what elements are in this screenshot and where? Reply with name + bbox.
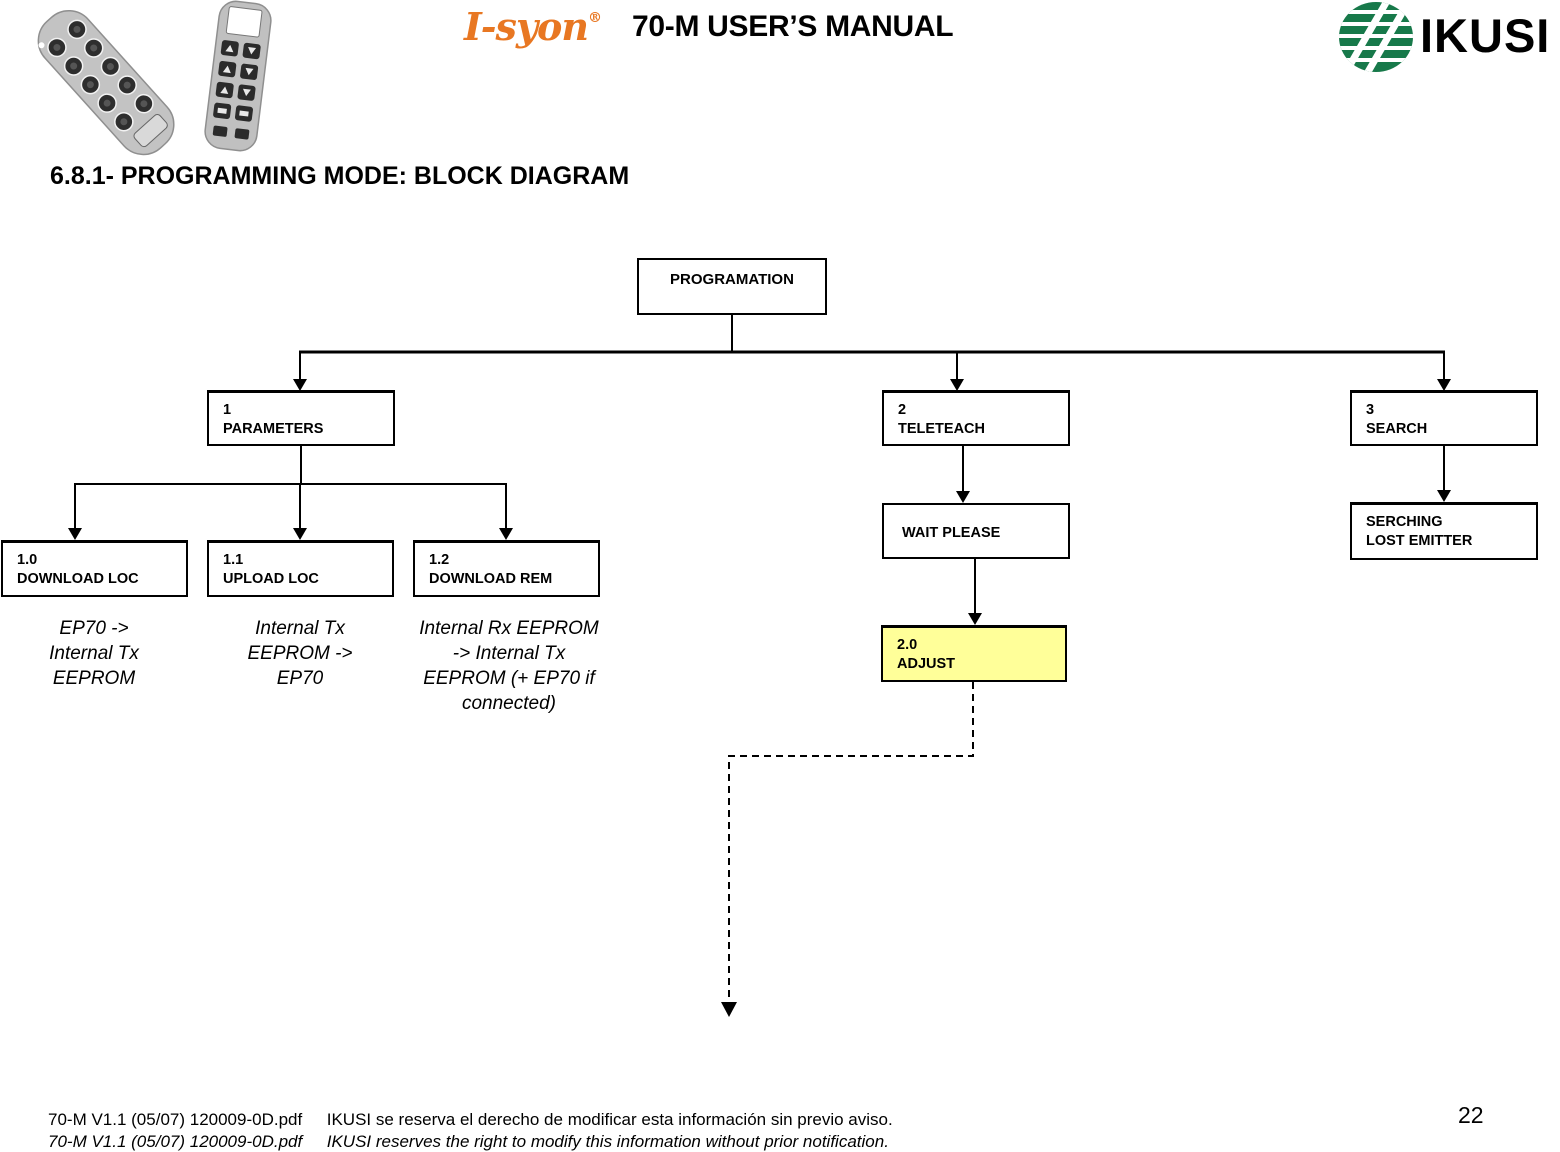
caption-download-rem: Internal Rx EEPROM -> Internal Tx EEPROM… (410, 616, 608, 716)
doc-reference-italic: 70-M V1.1 (05/07) 120009-0D.pdf (48, 1132, 303, 1151)
box-parameters-label: PARAMETERS (223, 421, 324, 437)
box-wait-please-label: WAIT PLEASE (902, 525, 1001, 541)
box-programation: PROGRAMATION (637, 258, 827, 315)
box-download-loc: 1.0 DOWNLOAD LOC (1, 540, 188, 597)
caption-line: connected) (461, 693, 556, 714)
box-serching-line1: SERCHING (1366, 514, 1443, 530)
remote-emitter-small-image (204, 0, 272, 152)
caption-line: EP70 -> (59, 618, 129, 639)
box-upload-loc-num: 1.1 (223, 552, 244, 568)
isyon-logo-text: I-syon (464, 4, 589, 49)
box-parameters: 1 PARAMETERS (207, 390, 395, 446)
box-teleteach: 2 TELETEACH (882, 390, 1070, 446)
box-search: 3 SEARCH (1350, 390, 1538, 446)
section-heading: 6.8.1- PROGRAMMING MODE: BLOCK DIAGRAM (50, 162, 630, 190)
caption-download-loc: EP70 -> Internal Tx EEPROM (8, 616, 180, 691)
box-wait-please: WAIT PLEASE (882, 503, 1070, 559)
ikusi-wordmark: IKUSI (1420, 9, 1551, 62)
box-serching-line2: LOST EMITTER (1366, 533, 1473, 549)
footer-line-es: 70-M V1.1 (05/07) 120009-0D.pdf IKUSI se… (48, 1110, 893, 1130)
notice-en: IKUSI reserves the right to modify this … (326, 1132, 889, 1151)
box-search-num: 3 (1366, 402, 1375, 418)
manual-title: 70-M USER’S MANUAL (632, 10, 954, 43)
caption-line: Internal Rx EEPROM (419, 618, 599, 639)
box-upload-loc-label: UPLOAD LOC (223, 571, 319, 587)
box-search-label: SEARCH (1366, 421, 1428, 437)
isyon-logo: I-syon® (464, 4, 602, 49)
box-adjust-num: 2.0 (897, 637, 918, 653)
caption-line: EEPROM (+ EP70 if (423, 668, 595, 689)
notice-es: IKUSI se reserva el derecho de modificar… (326, 1110, 893, 1129)
box-programation-label: PROGRAMATION (670, 271, 794, 288)
footer-line-en: 70-M V1.1 (05/07) 120009-0D.pdf IKUSI re… (48, 1132, 889, 1152)
remote-emitter-large-image (37, 9, 175, 156)
box-download-loc-label: DOWNLOAD LOC (17, 571, 139, 587)
caption-line: EP70 (276, 668, 324, 689)
page-number: 22 (1458, 1102, 1484, 1128)
caption-line: EEPROM -> (247, 643, 353, 664)
caption-upload-loc: Internal Tx EEPROM -> EP70 (214, 616, 386, 691)
caption-line: Internal Tx (49, 643, 139, 664)
box-download-rem-label: DOWNLOAD REM (429, 571, 553, 587)
ikusi-globe-icon (1339, 2, 1413, 72)
box-upload-loc: 1.1 UPLOAD LOC (207, 540, 394, 597)
registered-mark-icon: ® (588, 10, 602, 26)
box-download-rem-num: 1.2 (429, 552, 450, 568)
box-serching-lost-emitter: SERCHING LOST EMITTER (1350, 502, 1538, 560)
box-teleteach-label: TELETEACH (898, 421, 985, 437)
caption-line: EEPROM (52, 668, 136, 689)
doc-reference: 70-M V1.1 (05/07) 120009-0D.pdf (48, 1110, 303, 1129)
box-download-loc-num: 1.0 (17, 552, 38, 568)
box-teleteach-num: 2 (898, 402, 907, 418)
box-adjust: 2.0 ADJUST (881, 625, 1067, 682)
caption-line: Internal Tx (255, 618, 345, 639)
box-download-rem: 1.2 DOWNLOAD REM (413, 540, 600, 597)
box-parameters-num: 1 (223, 402, 232, 418)
caption-line: -> Internal Tx (452, 643, 566, 664)
box-adjust-label: ADJUST (897, 656, 956, 672)
